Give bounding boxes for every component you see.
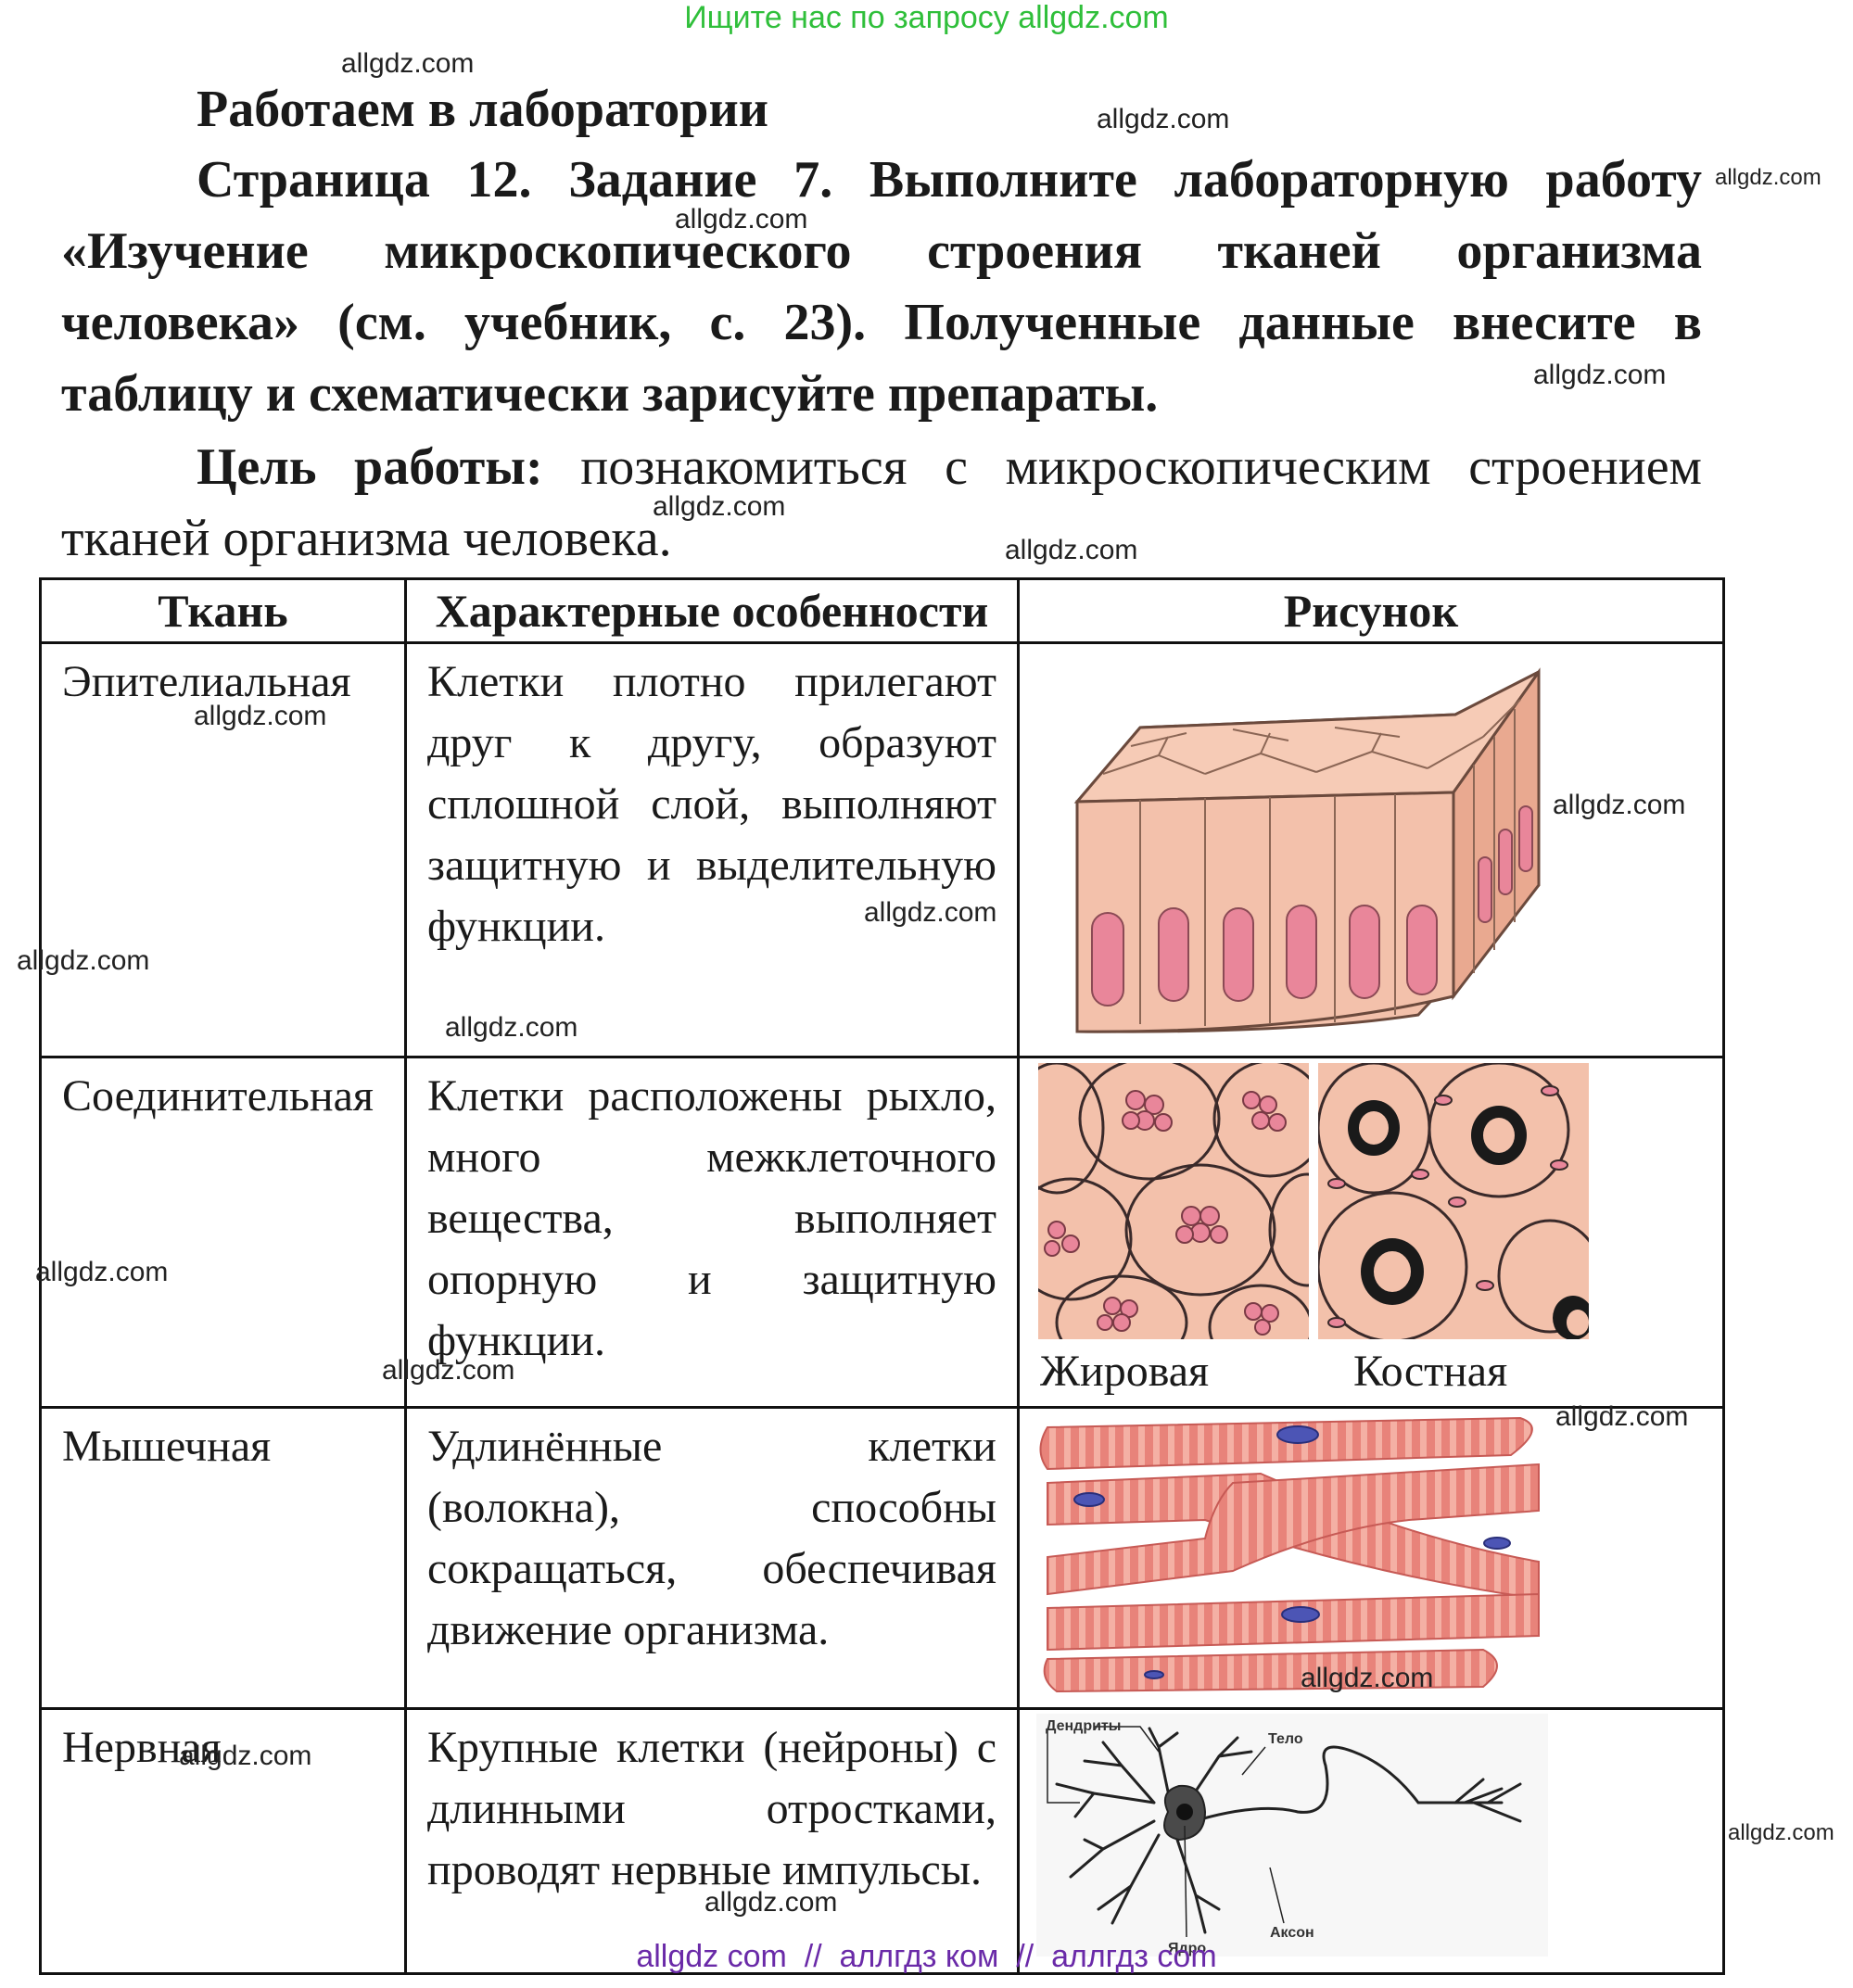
table-row: Мышечная Удлинённые клетки (волокна), сп… — [39, 1406, 1725, 1710]
table-row: Нервная Крупные клетки (нейроны) с длинн… — [39, 1707, 1725, 1975]
watermark: allgdz.com — [17, 945, 150, 976]
watermark: allgdz.com — [179, 1741, 312, 1771]
tissue-name-cell: Соединительная — [39, 1056, 407, 1409]
watermark: allgdz.com — [864, 897, 997, 928]
watermark: allgdz.com — [1555, 1401, 1689, 1432]
table-row: Соединительная Клетки расположены рыхло,… — [39, 1056, 1725, 1409]
watermark: allgdz.com — [194, 701, 327, 731]
tissue-features: Удлинённые клетки (волокна), способны со… — [427, 1422, 996, 1654]
watermark: allgdz.com — [1301, 1663, 1434, 1693]
goal-label: Цель работы: — [197, 438, 543, 496]
muscle-picture-cell — [1017, 1406, 1725, 1710]
fat-tissue-drawing — [1038, 1063, 1309, 1339]
label-nucleus: Ядро — [1168, 1941, 1206, 1956]
watermark: allgdz.com — [1715, 165, 1821, 190]
header-picture: Рисунок — [1017, 577, 1725, 644]
header-tissue: Ткань — [39, 577, 407, 644]
watermark: allgdz.com — [1533, 360, 1667, 390]
goal-text: Цель работы: познакомиться с микроскопич… — [61, 432, 1702, 575]
label-axon: Аксон — [1270, 1925, 1314, 1941]
connective-picture-cell: Жировая Костная — [1017, 1056, 1725, 1409]
fat-caption: Жировая — [1040, 1347, 1210, 1396]
tissue-name-cell: Нервная — [39, 1707, 407, 1975]
bone-tissue-drawing — [1318, 1063, 1589, 1339]
search-banner[interactable]: Ищите нас по запросу allgdz.com — [684, 0, 1169, 35]
watermark: allgdz.com — [382, 1355, 515, 1386]
tissue-features: Клетки плотно прилегают друг к другу, об… — [427, 657, 996, 951]
tissue-features: Клетки расположены рыхло, много межклето… — [427, 1071, 996, 1365]
tissue-name-cell: Мышечная — [39, 1406, 407, 1710]
watermark: allgdz.com — [1005, 535, 1138, 565]
tissue-table: Ткань Характерные особенности Рисунок Эп… — [39, 577, 1725, 1975]
tissue-features-cell: Крупные клетки (нейроны) с длинными отро… — [404, 1707, 1020, 1975]
tissue-name: Нервная — [62, 1723, 222, 1772]
label-body: Тело — [1268, 1731, 1303, 1747]
watermark: allgdz.com — [445, 1012, 578, 1043]
tissue-name: Эпителиальная — [62, 657, 351, 706]
footer-links[interactable]: allgdz com // аллгдз ком // аллгдз com — [636, 1939, 1217, 1974]
bone-caption: Костная — [1353, 1347, 1508, 1396]
watermark: allgdz.com — [341, 48, 475, 79]
watermark: allgdz.com — [1728, 1820, 1834, 1845]
watermark: allgdz.com — [653, 491, 786, 522]
tissue-features-cell: Клетки расположены рыхло, много межклето… — [404, 1056, 1020, 1409]
table-header-row: Ткань Характерные особенности Рисунок — [39, 577, 1725, 644]
muscle-drawing — [1039, 1416, 1540, 1693]
tissue-name-cell: Эпителиальная — [39, 641, 407, 1058]
watermark: allgdz.com — [704, 1887, 838, 1918]
tissue-name: Соединительная — [62, 1071, 374, 1121]
nervous-picture-cell: Дендриты Тело Аксон Ядро — [1017, 1707, 1725, 1975]
epithelial-picture-cell — [1017, 641, 1725, 1058]
label-dendrites: Дендриты — [1046, 1718, 1121, 1734]
watermark: allgdz.com — [35, 1257, 169, 1287]
neuron-drawing: Дендриты Тело Аксон Ядро — [1036, 1714, 1548, 1956]
task-text: Страница 12. Задание 7. Выполните лабора… — [61, 151, 1702, 423]
watermark: allgdz.com — [1097, 104, 1230, 134]
table-row: Эпителиальная Клетки плотно прилегают др… — [39, 641, 1725, 1058]
epithelium-drawing — [1073, 667, 1541, 1033]
tissue-name: Мышечная — [62, 1422, 272, 1471]
tissue-features: Крупные клетки (нейроны) с длинными отро… — [427, 1723, 996, 1894]
section-heading: Работаем в лаборатории — [197, 81, 768, 138]
tissue-features-cell: Удлинённые клетки (волокна), способны со… — [404, 1406, 1020, 1710]
watermark: allgdz.com — [675, 204, 808, 234]
watermark: allgdz.com — [1553, 790, 1686, 820]
goal-body: познакомиться с микроскопическим строени… — [61, 438, 1702, 567]
header-features: Характерные особенности — [404, 577, 1020, 644]
tissue-features-cell: Клетки плотно прилегают друг к другу, об… — [404, 641, 1020, 1058]
